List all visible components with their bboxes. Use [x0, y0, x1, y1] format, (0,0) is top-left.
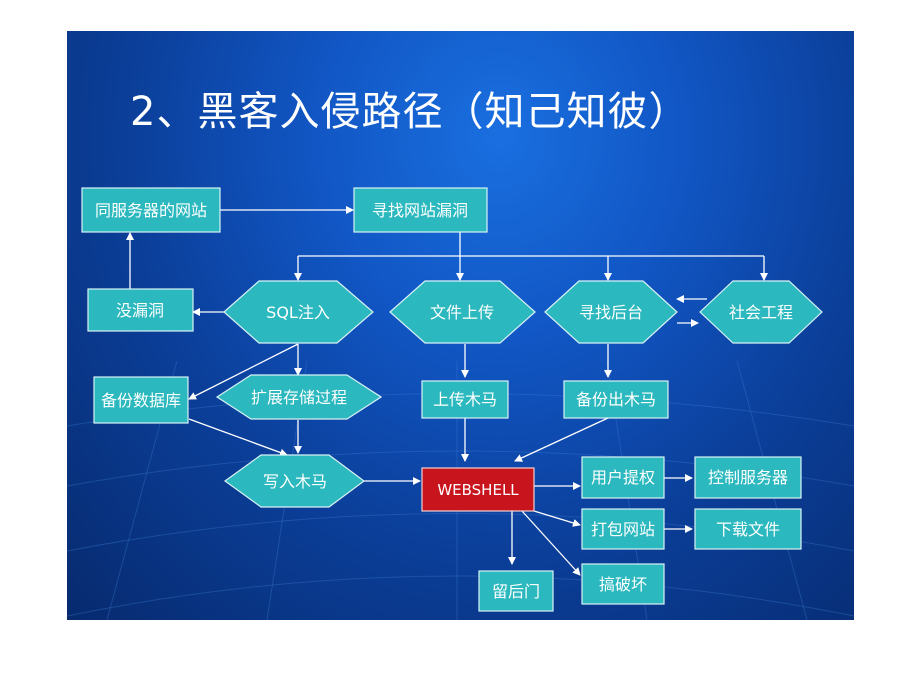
- node-same-server-site: 同服务器的网站: [81, 187, 221, 233]
- svg-text:WEBSHELL: WEBSHELL: [437, 481, 519, 499]
- node-privilege-escalation: 用户提权: [581, 456, 665, 499]
- svg-text:SQL注入: SQL注入: [266, 303, 330, 322]
- node-write-trojan: 写入木马: [223, 454, 366, 508]
- node-social-engineering: 社会工程: [699, 280, 823, 344]
- svg-text:打包网站: 打包网站: [591, 520, 655, 539]
- svg-text:留后门: 留后门: [492, 582, 540, 601]
- svg-text:没漏洞: 没漏洞: [116, 301, 164, 320]
- node-no-vulnerability: 没漏洞: [87, 288, 194, 332]
- svg-text:社会工程: 社会工程: [729, 303, 793, 322]
- node-sql-injection: SQL注入: [223, 280, 374, 344]
- node-extended-stored-procedure: 扩展存储过程: [215, 374, 383, 420]
- svg-text:文件上传: 文件上传: [430, 303, 494, 322]
- node-webshell: WEBSHELL: [421, 467, 535, 512]
- node-download-files: 下载文件: [694, 508, 802, 550]
- node-package-site: 打包网站: [581, 508, 665, 550]
- node-sabotage: 搞破坏: [581, 563, 665, 605]
- svg-text:上传木马: 上传木马: [433, 390, 497, 409]
- svg-text:备份出木马: 备份出木马: [576, 390, 656, 409]
- node-find-site-vulnerability: 寻找网站漏洞: [353, 187, 488, 233]
- svg-text:寻找后台: 寻找后台: [579, 303, 643, 322]
- attack-path-flowchart: 同服务器的网站 寻找网站漏洞 没漏洞 备份数据库 上传木马 备份出木马 WEBS…: [81, 187, 823, 612]
- svg-text:同服务器的网站: 同服务器的网站: [95, 201, 207, 220]
- node-control-server: 控制服务器: [694, 456, 802, 499]
- node-backup-out-trojan: 备份出木马: [563, 380, 669, 419]
- slide-title: 2、黑客入侵路径（知己知彼）: [130, 89, 690, 135]
- node-backup-database: 备份数据库: [93, 376, 189, 424]
- svg-text:下载文件: 下载文件: [716, 520, 780, 539]
- svg-text:搞破坏: 搞破坏: [599, 575, 647, 594]
- node-file-upload: 文件上传: [389, 280, 536, 344]
- svg-text:寻找网站漏洞: 寻找网站漏洞: [372, 201, 468, 220]
- node-find-admin: 寻找后台: [544, 280, 678, 344]
- edge-backup-trojan-to-webshell: [514, 417, 609, 462]
- slide-background: 2、黑客入侵路径（知己知彼）: [67, 31, 854, 620]
- svg-text:控制服务器: 控制服务器: [708, 468, 788, 487]
- edge-sql-to-backup-db: [188, 343, 299, 400]
- node-upload-trojan: 上传木马: [421, 380, 509, 419]
- svg-text:扩展存储过程: 扩展存储过程: [251, 388, 347, 407]
- edge-webshell-to-sabotage: [521, 510, 581, 576]
- edge-backup-db-to-write-trojan: [188, 418, 288, 457]
- node-leave-backdoor: 留后门: [478, 570, 554, 612]
- svg-text:用户提权: 用户提权: [591, 468, 655, 487]
- svg-text:备份数据库: 备份数据库: [101, 391, 181, 410]
- edge-webshell-to-package: [533, 510, 581, 527]
- svg-text:写入木马: 写入木马: [263, 472, 327, 491]
